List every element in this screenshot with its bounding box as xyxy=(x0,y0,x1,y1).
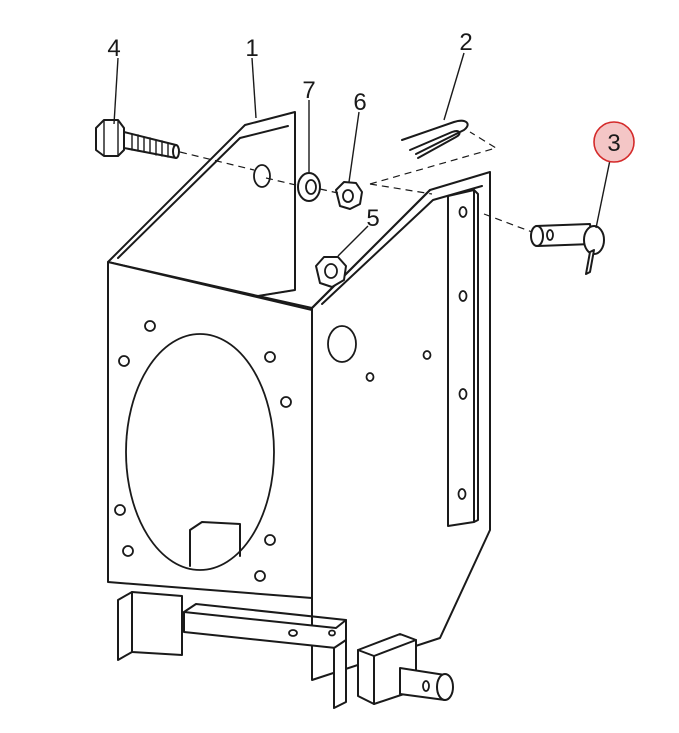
front-hole xyxy=(118,355,130,367)
nut-part-6 xyxy=(335,181,363,210)
front-hole xyxy=(114,504,126,516)
part-label-6: 6 xyxy=(353,89,366,116)
bottom-foot-assembly xyxy=(117,591,454,709)
slotted-rail xyxy=(447,189,479,527)
part-label-3[interactable]: 3 xyxy=(607,130,620,157)
side-large-hole xyxy=(327,325,357,363)
bracket-inner-seam xyxy=(257,289,296,297)
bracket-left-wall-inner xyxy=(117,125,289,259)
washer-part-7 xyxy=(297,172,321,202)
part-label-4: 4 xyxy=(107,35,120,62)
left-wall-hole xyxy=(253,164,271,188)
highlight-circle[interactable] xyxy=(593,121,635,163)
part-label-5: 5 xyxy=(366,205,379,232)
front-hole xyxy=(280,396,292,408)
bracket-body xyxy=(107,111,491,681)
nut-part-5 xyxy=(315,256,347,288)
opening-ledge xyxy=(189,521,241,567)
front-hole xyxy=(254,570,266,582)
spring-clip-part-2 xyxy=(401,119,469,159)
bracket-right-wall-rim xyxy=(321,185,483,305)
side-small-hole xyxy=(365,372,375,382)
part-label-2: 2 xyxy=(459,29,472,56)
bracket-top-edge xyxy=(257,189,431,309)
bolt-part-4 xyxy=(95,119,180,159)
front-hole xyxy=(264,351,276,363)
pin-part-3 xyxy=(530,223,605,275)
front-hole xyxy=(144,320,156,332)
part-label-7: 7 xyxy=(302,77,315,104)
side-small-hole xyxy=(422,350,432,360)
bracket-left-wall xyxy=(107,111,296,297)
alignment-lines xyxy=(179,131,533,233)
front-hole xyxy=(264,534,276,546)
part-label-1: 1 xyxy=(245,35,258,62)
bracket-oval-opening xyxy=(125,333,275,571)
leader-lines xyxy=(113,52,611,257)
front-hole xyxy=(122,545,134,557)
